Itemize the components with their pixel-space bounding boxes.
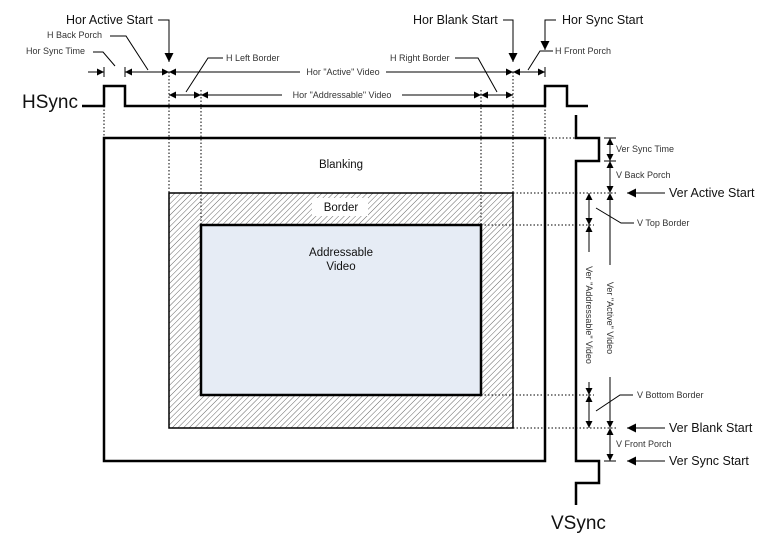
hor-sync-start-arrow [540,19,556,50]
v-front-porch-label: V Front Porch [616,439,672,449]
hor-sync-start-label: Hor Sync Start [562,13,644,27]
v-bottom-border-label: V Bottom Border [637,390,704,400]
v-top-border-label: V Top Border [637,218,689,228]
ver-blank-start-label: Ver Blank Start [669,421,753,435]
blanking-region [102,136,547,463]
hsync-label: HSync [22,92,78,113]
vsync-label: VSync [551,513,606,534]
border-label-bg [312,198,368,216]
vsync-waveform [574,115,601,505]
border-label: Border [324,202,359,214]
h-front-porch-label: H Front Porch [555,46,611,56]
addressable-video-region [199,223,483,397]
addressable-label-line2: Video [326,261,355,273]
v-active-video-label: Ver "Active" Video [605,282,615,354]
h-active-video-label: Hor "Active" Video [306,67,379,77]
hor-active-start-arrow [158,19,174,62]
v-sync-time-label: Ver Sync Time [616,144,674,154]
hor-blank-start-label: Hor Blank Start [413,13,498,27]
h-left-border-label: H Left Border [226,53,280,63]
hor-active-start-label: Hor Active Start [66,13,153,27]
ver-active-start-label: Ver Active Start [669,186,755,200]
v-addressable-video-label: Ver "Addressable" Video [584,266,594,364]
hor-blank-start-arrow [503,19,518,62]
ver-sync-start-label: Ver Sync Start [669,454,749,468]
hsync-waveform [82,84,588,108]
addressable-label-line1: Addressable [309,247,373,259]
h-sync-time-label: Hor Sync Time [26,46,85,56]
v-back-porch-label: V Back Porch [616,170,671,180]
h-back-porch-label: H Back Porch [47,30,102,40]
h-right-border-label: H Right Border [390,53,450,63]
h-addressable-video-label: Hor "Addressable" Video [293,90,392,100]
blanking-label: Blanking [319,159,363,171]
